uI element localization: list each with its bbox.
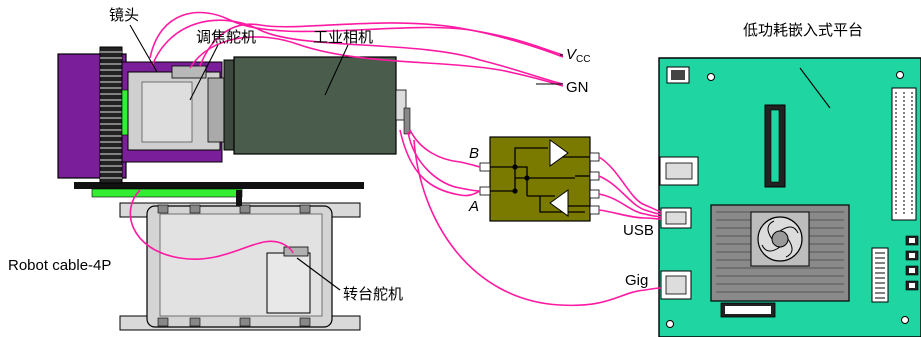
base-bar <box>74 182 364 189</box>
label-industrial-camera: 工业相机 <box>313 28 374 46</box>
a-cable-2 <box>399 129 481 197</box>
label-a: A <box>469 198 480 215</box>
label-lens: 镜头 <box>109 6 140 24</box>
label-usb: USB <box>623 222 654 239</box>
usb-cable-2 <box>598 175 662 215</box>
label-focus-servo: 调焦舵机 <box>196 28 257 46</box>
label-gig: Gig <box>625 272 649 289</box>
vcc-cable-2 <box>199 22 564 67</box>
label-robot-cable: Robot cable-4P <box>8 257 112 274</box>
gnd-cable-1 <box>151 19 564 85</box>
turntable-servo-assembly <box>119 202 361 331</box>
gig-cable <box>413 139 662 307</box>
label-vcc-v: V <box>566 46 577 63</box>
label-turntable-servo: 转台舵机 <box>343 285 404 303</box>
usb-cable-4 <box>598 209 662 220</box>
usb-cable-1 <box>598 156 662 213</box>
b-cable <box>409 129 481 168</box>
label-vcc-sub: CC <box>576 54 591 65</box>
rs485-chip-board <box>479 136 600 222</box>
usb-cable-3 <box>598 193 662 218</box>
embedded-platform-board <box>658 57 921 337</box>
label-vcc: VCC <box>566 47 590 65</box>
a-cable <box>407 131 481 192</box>
cables <box>129 11 662 307</box>
robot-cable <box>129 189 294 260</box>
vcc-cable-1 <box>149 11 564 59</box>
green-strip <box>91 188 243 198</box>
label-gnd: GN <box>566 79 589 96</box>
lens-assembly <box>57 46 225 184</box>
support-post <box>236 190 242 206</box>
gnd-cable-2 <box>189 36 564 87</box>
label-b: B <box>469 145 480 162</box>
leader-lines <box>129 24 831 291</box>
label-embedded-platform: 低功耗嵌入式平台 <box>743 21 864 39</box>
industrial-camera <box>223 56 411 155</box>
